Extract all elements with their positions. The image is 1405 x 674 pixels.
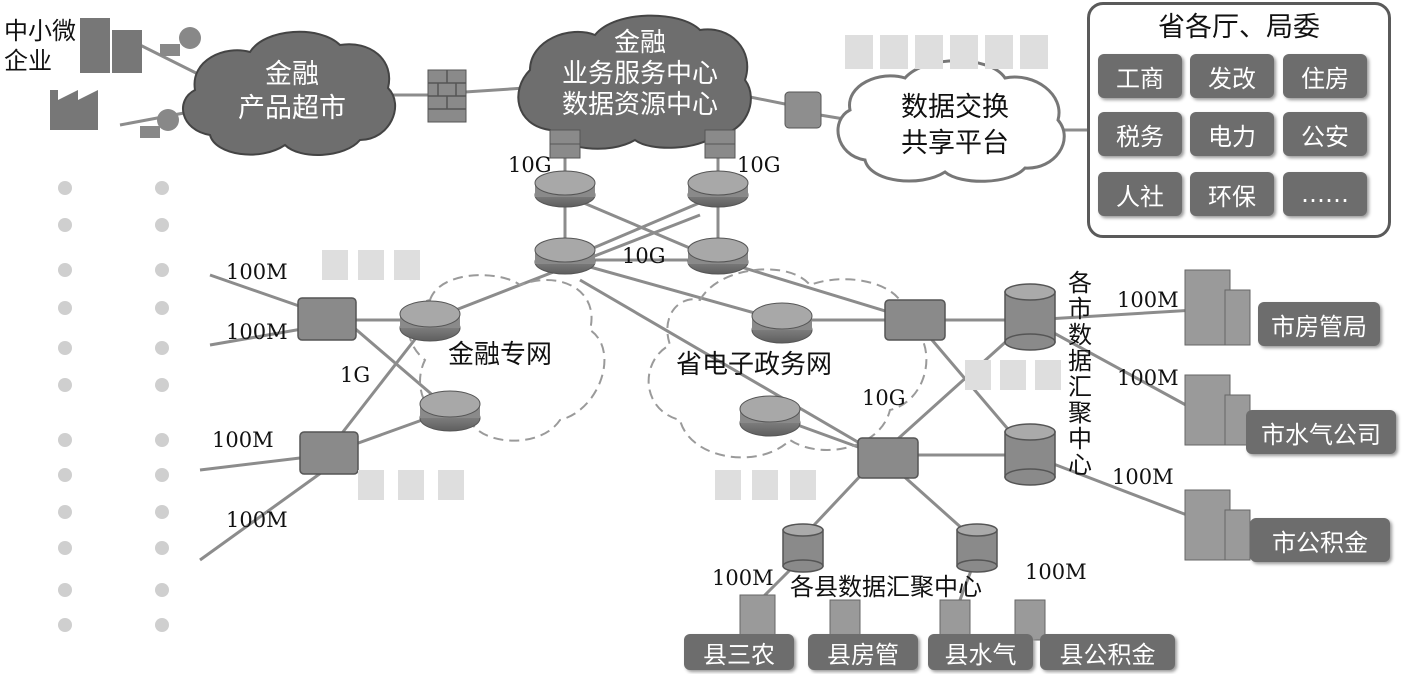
dept-item-more: ……: [1283, 172, 1367, 216]
core-router-icons: [534, 170, 749, 275]
sme-label: 中小微 企业: [4, 16, 76, 76]
exchange-cloud: [836, 59, 1066, 183]
city-unit-fund: 市公积金: [1250, 518, 1390, 562]
department-panel-title: 省各厅、局委: [1158, 12, 1320, 43]
city-unit-housing: 市房管局: [1258, 302, 1380, 346]
bank-logo-icons: [58, 181, 169, 632]
speed-label-1g: 1G: [340, 363, 371, 387]
finance-network-cloud: [407, 274, 606, 442]
factory-icon: [50, 90, 98, 130]
speed-label-100m-fin3: 100M: [212, 428, 274, 452]
firewall-icon: [427, 69, 467, 123]
product-market-line1: 金融: [265, 59, 319, 90]
speed-label-100m-county2: 100M: [1025, 560, 1087, 584]
speed-label-10g-right: 10G: [737, 153, 781, 177]
product-market-line2: 产品超市: [238, 93, 346, 124]
sme-label-line1: 中小微: [4, 17, 76, 45]
county-unit-sannong: 县三农: [684, 634, 794, 670]
dept-item-dianli: 电力: [1190, 112, 1274, 156]
building-icons: [739, 269, 1251, 641]
product-market-cloud: [182, 30, 397, 156]
dept-item-gongshang: 工商: [1098, 54, 1182, 98]
switch-icons: [297, 297, 946, 479]
speed-label-100m-county1: 100M: [712, 566, 774, 590]
document-watermark-icons: [322, 35, 1061, 500]
dept-item-zhufang: 住房: [1283, 54, 1367, 98]
exchange-line2: 共享平台: [901, 128, 1009, 159]
exchange-line1: 数据交换: [901, 92, 1009, 123]
dept-item-shuiwu: 税务: [1098, 112, 1182, 156]
county-unit-fund: 县公积金: [1040, 634, 1175, 670]
speed-label-100m-fin2: 100M: [226, 320, 288, 344]
center-label: 金融 业务服务中心 数据资源中心: [525, 28, 755, 121]
sme-label-line2: 企业: [4, 47, 52, 75]
city-hub-label: 各市数据汇聚中心: [1068, 269, 1092, 479]
firewall-right-icon: [704, 129, 736, 159]
speed-label-10g-left: 10G: [508, 153, 552, 177]
dept-item-renshe: 人社: [1098, 172, 1182, 216]
gov-network-label: 省电子政务网: [676, 350, 833, 380]
center-line2: 业务服务中心: [561, 59, 718, 89]
dept-item-fagai: 发改: [1190, 54, 1274, 98]
dept-item-huanbao: 环保: [1190, 172, 1274, 216]
finance-network-label: 金融专网: [448, 340, 553, 370]
city-unit-water-gas: 市水气公司: [1246, 410, 1396, 454]
speed-label-10g-mid: 10G: [622, 244, 666, 268]
center-line3: 数据资源中心: [561, 90, 718, 120]
network-router-icons: [399, 300, 813, 437]
speed-label-100m-fin4: 100M: [226, 508, 288, 532]
firewall-left-icon: [549, 129, 581, 159]
county-hub-label: 各县数据汇聚中心: [790, 573, 982, 601]
speed-label-100m-fin1: 100M: [226, 260, 288, 284]
gov-network-cloud: [647, 268, 928, 459]
speed-label-100m-city3: 100M: [1112, 465, 1174, 489]
dept-item-gongan: 公安: [1283, 112, 1367, 156]
speed-label-100m-city1: 100M: [1117, 288, 1179, 312]
database-icons: [782, 283, 1056, 573]
money-hand-icons: [140, 27, 201, 138]
county-unit-water: 县水气: [928, 634, 1033, 670]
exchange-switch-icon: [784, 91, 822, 129]
speed-label-100m-city2: 100M: [1117, 366, 1179, 390]
company-building-icon: [80, 18, 142, 73]
product-market-label: 金融 产品超市: [212, 58, 372, 126]
speed-label-10g-gov: 10G: [862, 386, 906, 410]
exchange-label: 数据交换 共享平台: [860, 90, 1050, 162]
center-line1: 金融: [613, 28, 666, 58]
county-unit-housing: 县房管: [808, 634, 918, 670]
